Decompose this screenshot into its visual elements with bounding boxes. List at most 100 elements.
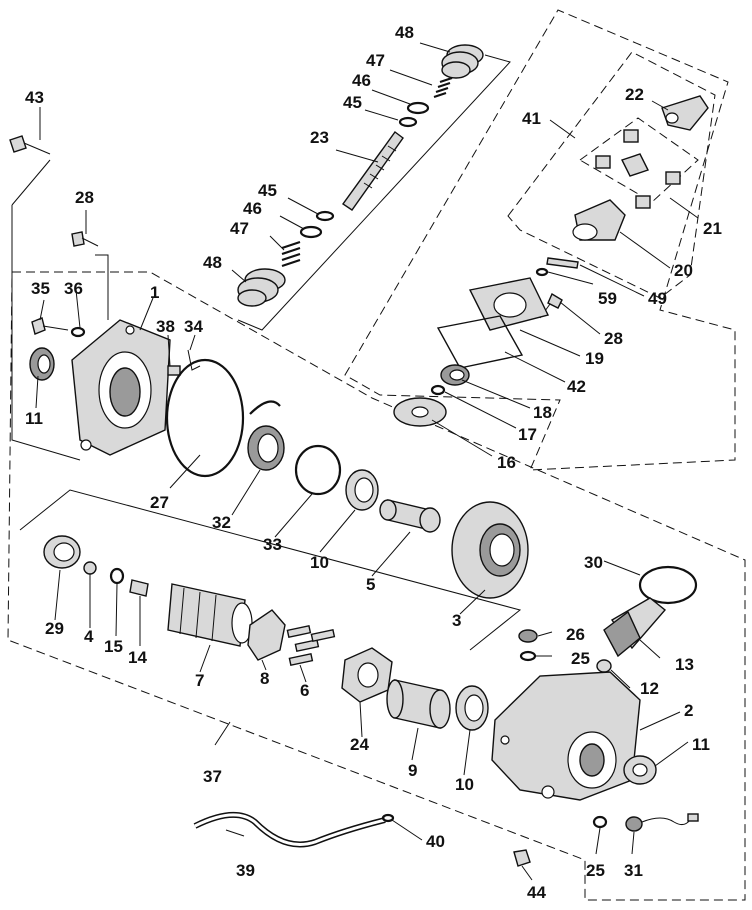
- gasket-42-icon: [436, 315, 524, 369]
- bracket-shaft-23: [237, 54, 511, 331]
- callout-26: 26: [566, 625, 585, 644]
- bolt-28-left-icon: [71, 231, 99, 247]
- callout-40: 40: [426, 832, 445, 851]
- group-outlines: [7, 9, 746, 901]
- bearing-10-top-icon: [345, 469, 379, 511]
- outline-group-37: [7, 271, 746, 901]
- callout-47-top: 47: [366, 51, 385, 70]
- callout-27: 27: [150, 493, 169, 512]
- washer-46-bottom-icon: [299, 225, 323, 239]
- callout-46-bottom: 46: [243, 199, 262, 218]
- ball-4-icon: [83, 561, 97, 575]
- callout-47-bottom: 47: [230, 219, 249, 238]
- spacer-32-icon: [247, 400, 285, 471]
- yoke-22-icon: [661, 95, 709, 131]
- spring-plate-8-icon: [247, 609, 286, 661]
- nut-44-icon: [513, 849, 531, 867]
- callout-46-top: 46: [352, 71, 371, 90]
- washer-46-top-icon: [406, 101, 430, 115]
- washer-25-top-icon: [519, 650, 537, 662]
- callout-19: 19: [585, 349, 604, 368]
- cup-29-icon: [43, 535, 81, 569]
- front-housing-1-icon: [71, 319, 171, 456]
- callout-15: 15: [104, 637, 123, 656]
- washer-25-bottom-icon: [592, 815, 608, 829]
- callout-38: 38: [156, 317, 175, 336]
- callout-48-bottom: 48: [203, 253, 222, 272]
- callout-labels: 48 47 46 45 23 45 46 47 48 43 28 35 36 1…: [25, 23, 722, 902]
- leader-lines: [35, 42, 699, 881]
- rear-housing-2-icon: [491, 671, 641, 801]
- boot-48-top-icon: [441, 44, 484, 79]
- callout-8: 8: [260, 669, 269, 688]
- callout-49: 49: [648, 289, 667, 308]
- plug-12-icon: [596, 659, 612, 673]
- shaft-23-icon: [342, 131, 404, 211]
- bearing-10-bottom-icon: [455, 685, 489, 731]
- callout-6: 6: [300, 681, 309, 700]
- callout-10-top: 10: [310, 553, 329, 572]
- sensor-31-icon: [625, 813, 699, 832]
- bracket-housing-1: [11, 159, 81, 461]
- callout-10-bottom: 10: [455, 775, 474, 794]
- callout-36: 36: [64, 279, 83, 298]
- seal-18-icon: [440, 364, 470, 386]
- callout-4: 4: [84, 627, 94, 646]
- callout-14: 14: [128, 648, 147, 667]
- bolt-35-icon: [31, 317, 69, 335]
- callout-20: 20: [674, 261, 693, 280]
- hub-5-icon: [379, 499, 441, 533]
- callout-11-right: 11: [692, 735, 710, 754]
- callout-28-right: 28: [604, 329, 623, 348]
- cover-plate-19-icon: [468, 277, 550, 331]
- callout-39: 39: [236, 861, 255, 880]
- spring-47-bottom-icon: [281, 240, 301, 268]
- pin-14-icon: [129, 579, 149, 597]
- ring-45-top-icon: [398, 116, 418, 128]
- clamp-40-icon: [381, 813, 395, 823]
- hub-9-icon: [386, 679, 451, 729]
- callout-11-left: 11: [25, 409, 43, 428]
- bracket-bolt-28: [95, 254, 109, 320]
- callout-16: 16: [497, 453, 516, 472]
- o-ring-17-icon: [430, 384, 446, 396]
- flange-16-icon: [393, 397, 447, 427]
- outline-group-sub21: [579, 117, 699, 203]
- callout-13: 13: [675, 655, 694, 674]
- callout-34: 34: [184, 317, 203, 336]
- callout-37: 37: [203, 767, 222, 786]
- callout-9: 9: [408, 761, 417, 780]
- ring-45-bottom-icon: [315, 210, 335, 222]
- pinion-13-icon: [603, 597, 667, 658]
- ring-gear-3-icon: [451, 501, 529, 599]
- callout-22: 22: [625, 85, 644, 104]
- callout-1: 1: [150, 283, 159, 302]
- callout-17: 17: [518, 425, 537, 444]
- callout-7: 7: [195, 671, 204, 690]
- hose-39-icon: [193, 811, 386, 848]
- outline-group-41: [344, 9, 736, 471]
- shaft-assembly: [237, 44, 484, 307]
- snap-ring-33-icon: [294, 444, 342, 496]
- callout-5: 5: [366, 575, 375, 594]
- callout-33: 33: [263, 535, 282, 554]
- callout-35: 35: [31, 279, 50, 298]
- callout-30: 30: [584, 553, 603, 572]
- callout-23: 23: [310, 128, 329, 147]
- cage-7-icon: [167, 583, 253, 647]
- callout-2: 2: [684, 701, 693, 720]
- callout-44: 44: [527, 883, 546, 902]
- callout-31: 31: [624, 861, 643, 880]
- u-joint-21-icon: [595, 129, 681, 209]
- rollers-6-icon: [286, 624, 336, 667]
- callout-25-bottom: 25: [586, 861, 605, 880]
- clip-59-icon: [535, 267, 549, 277]
- callout-3: 3: [452, 611, 461, 630]
- washer-15-icon: [109, 567, 125, 585]
- bolt-43-icon: [9, 135, 51, 155]
- sensor-38-icon: [167, 365, 181, 376]
- boot-48-bottom-icon: [237, 268, 286, 307]
- plate-24-icon: [341, 647, 393, 703]
- callout-28-left: 28: [75, 188, 94, 207]
